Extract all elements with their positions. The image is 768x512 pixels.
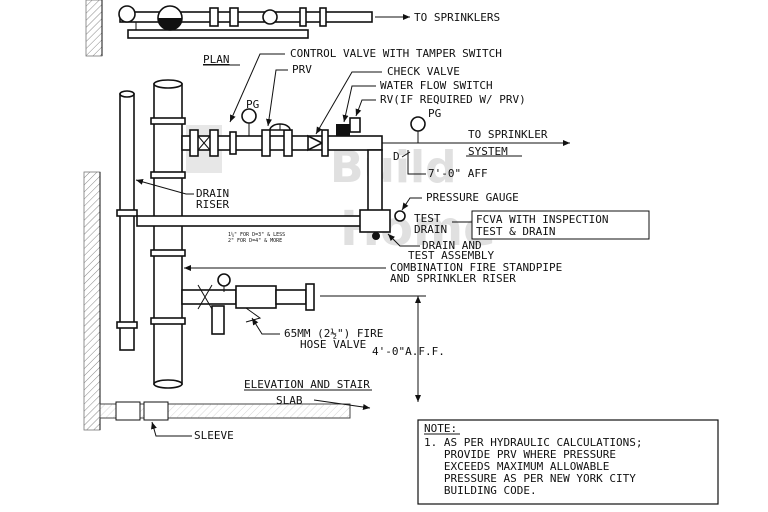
water-flow-switch-icon xyxy=(336,124,350,136)
plan-to-sprinklers-label: TO SPRINKLERS xyxy=(414,11,500,24)
prv-icon xyxy=(261,129,271,157)
plan-wall xyxy=(85,0,103,57)
drain-assembly-label-2: TEST ASSEMBLY xyxy=(408,249,494,262)
pipe-size-note-1: 1¼" FOR D=3" & LESS xyxy=(228,232,285,238)
drain-riser-pipe xyxy=(119,93,135,351)
labels: CONTROL VALVE WITH TAMPER SWITCH PRV CHE… xyxy=(135,47,650,442)
water-flow-switch-label: WATER FLOW SWITCH xyxy=(380,79,493,92)
combination-riser-label-2: AND SPRINKLER RISER xyxy=(390,272,516,285)
pg-left-label: PG xyxy=(246,98,259,111)
note-line-5: BUILDING CODE. xyxy=(424,484,537,497)
check-valve-label: CHECK VALVE xyxy=(387,65,460,78)
to-sprinkler-label: TO SPRINKLER xyxy=(468,128,548,141)
note-line-3: EXCEEDS MAXIMUM ALLOWABLE xyxy=(424,460,609,473)
plan-title: PLAN xyxy=(203,53,230,66)
note-line-2: PROVIDE PRV WHERE PRESSURE xyxy=(424,448,616,461)
to-sprinkler-system-label: SYSTEM xyxy=(468,145,508,158)
test-drain-label-2: DRAIN xyxy=(414,223,447,236)
pg-right-label: PG xyxy=(428,107,441,120)
rv-label: RV(IF REQUIRED W/ PRV) xyxy=(380,93,526,106)
combination-riser-label-1: COMBINATION FIRE STANDPIPE xyxy=(390,261,562,274)
note-line-4: PRESSURE AS PER NEW YORK CITY xyxy=(424,472,636,485)
sleeve-label: SLEEVE xyxy=(194,429,234,442)
elevation-wall xyxy=(83,171,101,431)
pg-right-icon xyxy=(410,116,426,132)
note-title: NOTE: xyxy=(424,422,457,435)
pipe-size-note-2: 2" FOR D=4" & MORE xyxy=(228,238,282,244)
pg-left-icon xyxy=(241,108,257,124)
elevation-view xyxy=(83,79,570,431)
sleeve-right xyxy=(143,401,169,421)
slab-label: SLAB xyxy=(276,394,303,407)
test-drain-label-1: TEST xyxy=(414,212,441,225)
note-line-1: 1. AS PER HYDRAULIC CALCULATIONS; xyxy=(424,436,643,449)
aff-4-label: 4'-0"A.F.F. xyxy=(372,345,445,358)
hose-valve-label-1: 65MM (2½") FIRE xyxy=(284,327,383,340)
fcva-label-1: FCVA WITH INSPECTION xyxy=(476,213,608,226)
fire-hose-valve-icon xyxy=(235,285,277,309)
drain-assembly-label-1: DRAIN AND xyxy=(422,239,482,252)
test-drain-valve-icon xyxy=(359,209,391,233)
drain-riser-label-1: DRAIN xyxy=(196,187,229,200)
check-valve-icon xyxy=(307,134,324,152)
test-drain-pipe xyxy=(136,215,378,227)
aff-7-label: 7'-0" AFF xyxy=(428,167,488,180)
control-valve-icon xyxy=(197,135,211,151)
sleeve-left xyxy=(115,401,141,421)
pressure-gauge-label: PRESSURE GAUGE xyxy=(426,191,519,204)
hose-valve-label-2: HOSE VALVE xyxy=(300,338,366,351)
plan-valve-icon xyxy=(118,5,136,23)
note-box: NOTE: 1. AS PER HYDRAULIC CALCULATIONS; … xyxy=(417,419,719,505)
plan-view: TO SPRINKLERS PLAN xyxy=(85,0,500,66)
diameter-label: D xyxy=(393,150,400,163)
plan-gauge-icon xyxy=(262,9,278,25)
elevation-title: ELEVATION AND STAIR xyxy=(244,378,370,391)
control-valve-label: CONTROL VALVE WITH TAMPER SWITCH xyxy=(290,47,502,60)
fcva-label-2: TEST & DRAIN xyxy=(476,225,555,238)
prv-label: PRV xyxy=(292,63,312,76)
combination-riser-pipe xyxy=(153,83,183,385)
hose-branch-pipe xyxy=(181,289,237,305)
drain-riser-label-2: RISER xyxy=(196,198,229,211)
fcva-box xyxy=(471,210,650,240)
